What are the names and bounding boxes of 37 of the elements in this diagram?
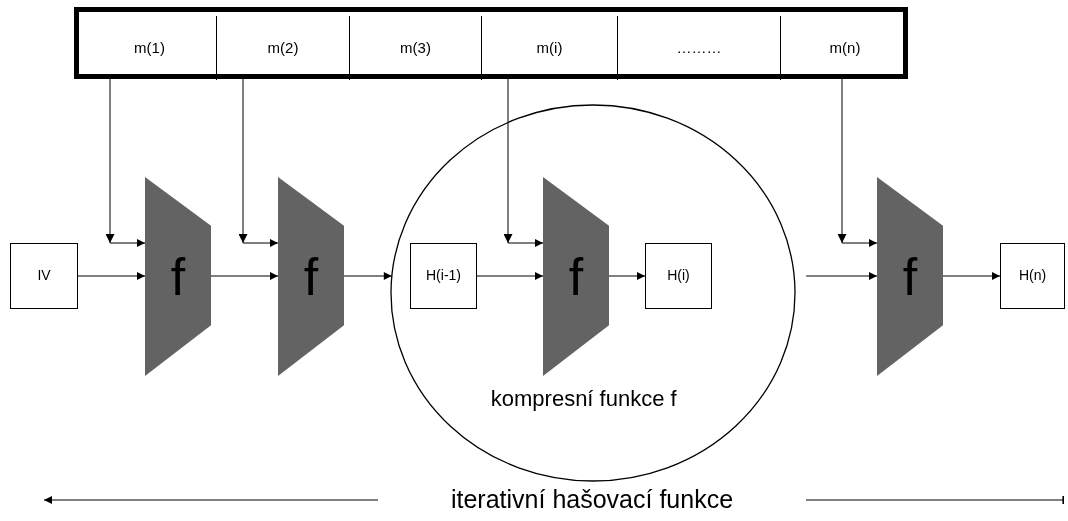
- compression-function-block: [145, 177, 211, 376]
- arrow: [608, 272, 646, 280]
- block-label: m(1): [134, 39, 165, 57]
- arrow: [343, 272, 393, 280]
- block-label: H(n): [1018, 268, 1047, 284]
- compression-function-block: [543, 177, 609, 376]
- value-box: [410, 243, 477, 309]
- compression-function-circle: [390, 104, 796, 482]
- compression-function-block: [278, 177, 344, 376]
- value-box: [645, 243, 712, 309]
- function-symbol: f: [303, 249, 319, 308]
- arrow: [942, 272, 1001, 280]
- block-label: IV: [37, 268, 51, 284]
- arrow: [476, 272, 544, 280]
- arrow: [239, 78, 279, 247]
- arrow: [805, 272, 878, 280]
- function-symbol: f: [568, 249, 584, 308]
- dimension-label: iterativní hašovací funkce: [450, 486, 734, 514]
- compression-function-block: [877, 177, 943, 376]
- function-symbol: f: [170, 249, 186, 308]
- block-label: H(i-1): [426, 268, 461, 284]
- function-symbol: f: [902, 249, 918, 308]
- block-label: m(3): [400, 39, 431, 57]
- block-label: H(i): [667, 268, 690, 284]
- arrow: [838, 78, 878, 247]
- value-box: [1000, 243, 1065, 309]
- arrow: [77, 272, 146, 280]
- arrow: [210, 272, 279, 280]
- arrow: [106, 78, 146, 247]
- circle-caption: kompresní funkce f: [490, 386, 677, 411]
- block-label: m(2): [267, 39, 299, 57]
- block-label: ………: [676, 39, 722, 57]
- block-label: m(n): [829, 39, 861, 57]
- block-label: m(i): [536, 39, 563, 57]
- arrow: [504, 78, 544, 247]
- message-block-bar: [74, 7, 908, 79]
- value-box: [10, 243, 78, 309]
